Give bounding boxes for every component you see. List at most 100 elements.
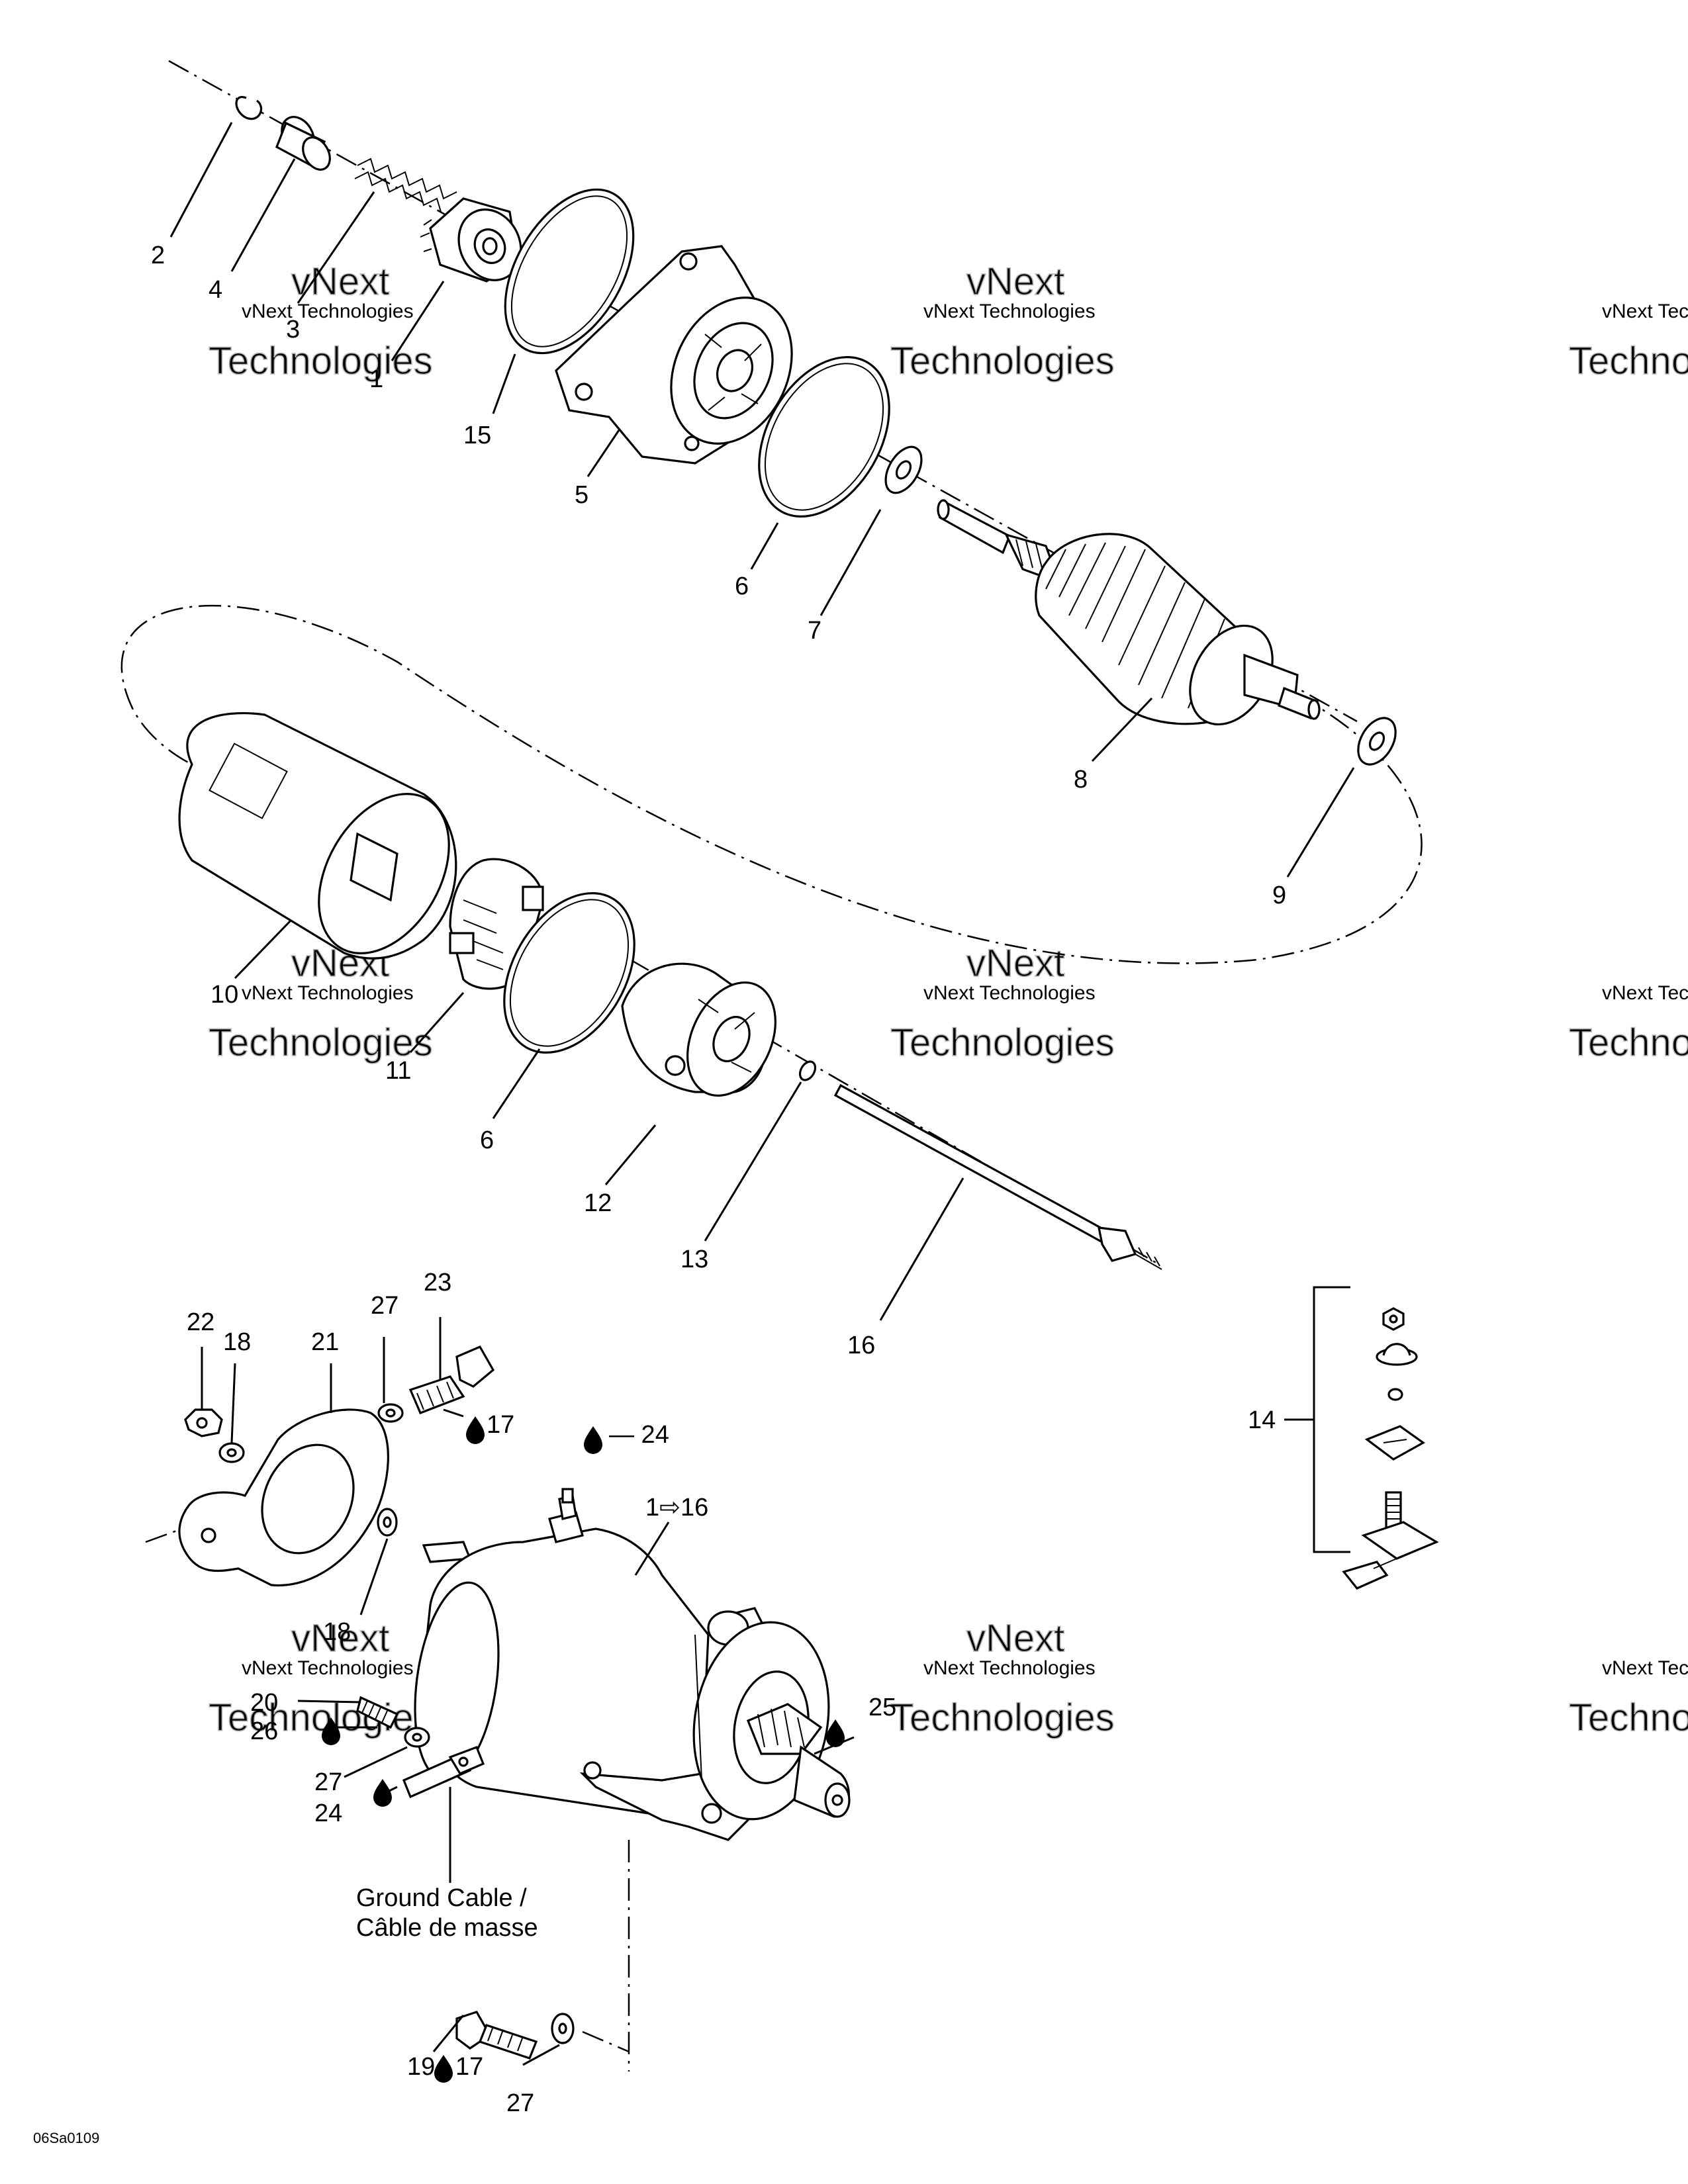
callout-14: 14 xyxy=(1248,1406,1276,1434)
watermark-big: Technologies xyxy=(209,1021,433,1064)
callout-3: 3 xyxy=(286,316,300,343)
callout-4: 4 xyxy=(209,276,222,304)
part-7-washer xyxy=(884,445,923,494)
watermark-text: vNext Technologies xyxy=(242,1657,414,1679)
ground-cable-terminal xyxy=(402,1745,485,1799)
part-18-washer-lower xyxy=(377,1508,398,1537)
part-1-drive-assembly xyxy=(420,197,522,283)
callout-18-lower: 18 xyxy=(323,1618,351,1646)
callout-6: 6 xyxy=(735,572,749,600)
part-18-washer-upper xyxy=(218,1442,245,1463)
watermark-text: vNext Technologies xyxy=(1602,300,1688,322)
droplet-icon xyxy=(584,1426,602,1454)
callout-17-lower: 17 xyxy=(455,2053,483,2081)
callout-25: 25 xyxy=(868,1694,896,1721)
droplet-icon xyxy=(373,1779,392,1807)
part-10-yoke-frame xyxy=(178,712,457,960)
watermark-big: Technologies xyxy=(209,1696,433,1739)
watermark: vNext Technologies Technologies xyxy=(1568,300,1688,383)
callout-27-mid: 27 xyxy=(314,1768,342,1796)
part-2-retaining-ring xyxy=(235,96,263,120)
watermark: vNext vNext Technologies Technologies xyxy=(208,941,433,1065)
callout-20: 20 xyxy=(250,1689,278,1717)
callout-21: 21 xyxy=(311,1328,339,1356)
watermark-top: vNext xyxy=(291,260,389,303)
watermark-text: vNext Technologies xyxy=(1602,982,1688,1004)
watermark-big: Technologies xyxy=(1569,1021,1688,1064)
starter-motor-assembly xyxy=(414,1488,851,1841)
callout-16: 16 xyxy=(847,1332,875,1359)
part-9-washer xyxy=(1357,717,1397,766)
callout-15: 15 xyxy=(463,422,491,449)
callout-27-bottom: 27 xyxy=(506,2089,534,2117)
callout-17: 17 xyxy=(487,1411,514,1439)
part-12-commutator-end-cover xyxy=(621,962,776,1097)
part-27-washer-top xyxy=(377,1403,404,1423)
watermark-text: vNext Technologies xyxy=(242,982,414,1004)
ground-cable-label-fr: Câble de masse xyxy=(356,1914,538,1942)
callout-labels: 2 4 3 1 15 5 6 7 8 9 10 11 6 12 13 16 14… xyxy=(151,242,1286,2117)
part-4-sleeve xyxy=(275,116,331,171)
watermark-big: Technologies xyxy=(1569,340,1688,383)
watermark-top: vNext xyxy=(966,260,1064,303)
callout-5: 5 xyxy=(575,481,588,509)
part-13-o-ring-small xyxy=(798,1060,817,1081)
part-3-spring xyxy=(354,158,457,212)
watermark-text: vNext Technologies xyxy=(923,300,1096,322)
part-6-o-ring-upper xyxy=(758,356,890,518)
callout-11: 11 xyxy=(385,1057,411,1085)
watermark-top: vNext xyxy=(291,1617,389,1660)
callout-18: 18 xyxy=(223,1328,251,1356)
callout-22: 22 xyxy=(187,1308,214,1336)
part-15-o-ring xyxy=(504,188,635,355)
callout-6-lower: 6 xyxy=(480,1126,494,1154)
part-23-bolt xyxy=(408,1345,495,1415)
watermark-big: Technologies xyxy=(1569,1696,1688,1739)
part-16-through-bolt xyxy=(833,1083,1162,1270)
droplet-icon xyxy=(826,1719,845,1747)
callout-26: 26 xyxy=(250,1717,278,1745)
callout-10: 10 xyxy=(211,981,238,1009)
part-20-screw xyxy=(356,1696,399,1729)
watermark: vNext vNext Technologies Technologies xyxy=(208,1616,433,1740)
watermark: vNext vNext Technologies Technologies xyxy=(890,1616,1115,1740)
watermark-big: Technologies xyxy=(209,340,433,383)
watermark-group: vNext vNext Technologies Technologies vN… xyxy=(208,259,1688,1740)
watermark: vNext Technologies Technologies xyxy=(1568,1657,1688,1740)
callout-24-lower: 24 xyxy=(314,1799,342,1827)
watermark-big: Technologies xyxy=(890,340,1115,383)
part-5-drive-housing xyxy=(555,245,793,465)
figure-code: 06Sa0109 xyxy=(33,2130,99,2146)
ground-cable-label: Ground Cable / xyxy=(356,1884,527,1912)
callout-13: 13 xyxy=(680,1246,708,1273)
callout-23: 23 xyxy=(424,1269,451,1297)
part-21-mounting-bracket xyxy=(178,1408,389,1587)
watermark-top: vNext xyxy=(966,942,1064,985)
part-8-armature xyxy=(937,499,1321,726)
callout-7: 7 xyxy=(808,617,821,645)
callout-1-to-16: 1⇨16 xyxy=(645,1494,708,1522)
watermark-text: vNext Technologies xyxy=(923,982,1096,1004)
callout-8: 8 xyxy=(1074,766,1088,794)
watermark: vNext vNext Technologies Technologies xyxy=(208,259,433,383)
droplet-icon xyxy=(466,1416,485,1444)
callout-27: 27 xyxy=(371,1292,399,1320)
watermark: vNext Technologies Technologies xyxy=(1568,982,1688,1065)
droplet-icon xyxy=(322,1717,340,1745)
watermark: vNext vNext Technologies Technologies xyxy=(890,941,1115,1065)
callout-1: 1 xyxy=(369,365,383,393)
watermark-big: Technologies xyxy=(890,1021,1115,1064)
droplet-icon xyxy=(434,2055,453,2083)
part-14-terminal-kit xyxy=(1284,1286,1439,1590)
lubricant-symbols xyxy=(322,1416,845,2083)
watermark-text: vNext Technologies xyxy=(1602,1657,1688,1679)
watermark-big: Technologies xyxy=(890,1696,1115,1739)
callout-24: — 24 xyxy=(609,1421,669,1449)
part-27-washer-mid xyxy=(404,1727,430,1748)
callout-2: 2 xyxy=(151,242,165,269)
watermark-text: vNext Technologies xyxy=(923,1657,1096,1679)
callout-19: 19 xyxy=(407,2053,435,2081)
watermark: vNext vNext Technologies Technologies xyxy=(890,259,1115,383)
leader-lines xyxy=(169,122,1355,2066)
